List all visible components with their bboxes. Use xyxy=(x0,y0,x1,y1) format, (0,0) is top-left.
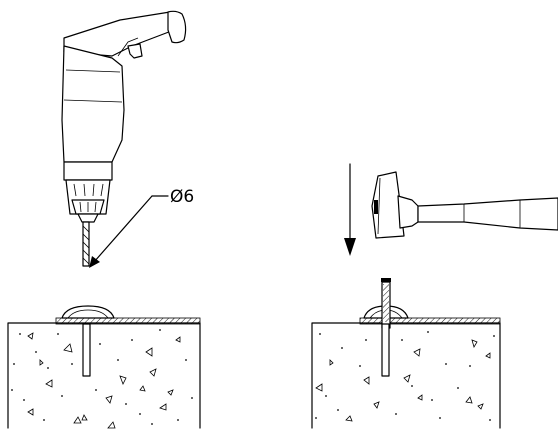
concrete-block-right xyxy=(311,278,501,429)
insulation-layer xyxy=(359,317,501,325)
aggregate-texture xyxy=(315,339,491,422)
hammer-step xyxy=(311,163,558,429)
hammer-icon xyxy=(371,171,558,239)
aggregate-dots xyxy=(11,329,193,425)
down-arrow-icon xyxy=(344,163,356,256)
insulation-layer xyxy=(55,317,201,325)
aggregate-texture xyxy=(27,332,181,429)
concrete-block-left xyxy=(7,305,201,429)
drill-bit xyxy=(82,221,90,267)
aggregate-dots xyxy=(315,331,495,421)
anchor-cap xyxy=(61,305,115,319)
bit-diameter-callout: Ø6 xyxy=(89,187,194,268)
nail-head xyxy=(381,278,391,282)
anchor-sleeve xyxy=(381,323,390,377)
bit-diameter-label: Ø6 xyxy=(170,187,194,207)
drill-icon xyxy=(61,10,187,223)
drilled-hole xyxy=(82,323,91,377)
drill-step: Ø6 xyxy=(7,10,201,429)
